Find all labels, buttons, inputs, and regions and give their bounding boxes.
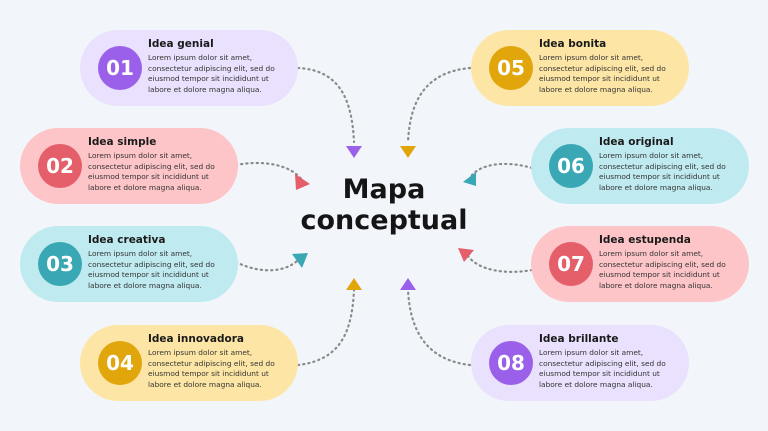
idea-description: Lorem ipsum dolor sit amet, consectetur … xyxy=(88,249,215,290)
connector-06 xyxy=(468,162,534,180)
idea-description: Lorem ipsum dolor sit amet, consectetur … xyxy=(599,151,726,192)
number-badge: 08 xyxy=(489,341,533,385)
connector-03 xyxy=(234,256,302,272)
idea-title: Idea brillante xyxy=(539,333,619,345)
idea-description: Lorem ipsum dolor sit amet, consectetur … xyxy=(539,348,666,389)
arrow-01-icon xyxy=(346,146,362,158)
idea-title: Idea simple xyxy=(88,136,157,148)
idea-card-01: 01 Idea genial Lorem ipsum dolor sit ame… xyxy=(80,30,298,106)
connector-04 xyxy=(296,288,356,367)
idea-description: Lorem ipsum dolor sit amet, consectetur … xyxy=(599,249,726,290)
connector-01 xyxy=(296,66,356,144)
idea-description: Lorem ipsum dolor sit amet, consectetur … xyxy=(539,53,666,94)
arrow-06-icon xyxy=(463,172,476,186)
number-badge: 01 xyxy=(98,46,142,90)
idea-card-08: 08 Idea brillante Lorem ipsum dolor sit … xyxy=(471,325,689,401)
arrow-02-icon xyxy=(295,174,310,190)
idea-card-07: 07 Idea estupenda Lorem ipsum dolor sit … xyxy=(531,226,749,302)
number-badge: 04 xyxy=(98,341,142,385)
idea-description: Lorem ipsum dolor sit amet, consectetur … xyxy=(88,151,215,192)
connector-05 xyxy=(406,66,472,144)
arrow-03-icon xyxy=(292,253,308,268)
idea-title: Idea estupenda xyxy=(599,234,691,246)
idea-description: Lorem ipsum dolor sit amet, consectetur … xyxy=(148,348,275,389)
center-title: Mapa conceptual xyxy=(284,174,484,236)
idea-title: Idea genial xyxy=(148,38,214,50)
arrow-05-icon xyxy=(400,146,416,158)
idea-card-05: 05 Idea bonita Lorem ipsum dolor sit ame… xyxy=(471,30,689,106)
idea-card-04: 04 Idea innovadora Lorem ipsum dolor sit… xyxy=(80,325,298,401)
center-title-line1: Mapa xyxy=(342,174,426,205)
arrow-07-icon xyxy=(458,248,474,262)
arrow-04-icon xyxy=(346,278,362,290)
idea-title: Idea original xyxy=(599,136,674,148)
number-badge: 03 xyxy=(38,242,82,286)
connector-08 xyxy=(406,288,472,367)
number-badge: 02 xyxy=(38,144,82,188)
idea-description: Lorem ipsum dolor sit amet, consectetur … xyxy=(148,53,275,94)
number-badge: 06 xyxy=(549,144,593,188)
connector-02 xyxy=(234,161,304,182)
center-title-line2: conceptual xyxy=(300,205,468,236)
number-badge: 05 xyxy=(489,46,533,90)
arrow-08-icon xyxy=(400,278,416,290)
idea-title: Idea creativa xyxy=(88,234,166,246)
number-badge: 07 xyxy=(549,242,593,286)
idea-card-02: 02 Idea simple Lorem ipsum dolor sit ame… xyxy=(20,128,238,204)
idea-title: Idea bonita xyxy=(539,38,607,50)
connector-07 xyxy=(466,254,534,273)
idea-card-06: 06 Idea original Lorem ipsum dolor sit a… xyxy=(531,128,749,204)
idea-title: Idea innovadora xyxy=(148,333,244,345)
idea-card-03: 03 Idea creativa Lorem ipsum dolor sit a… xyxy=(20,226,238,302)
